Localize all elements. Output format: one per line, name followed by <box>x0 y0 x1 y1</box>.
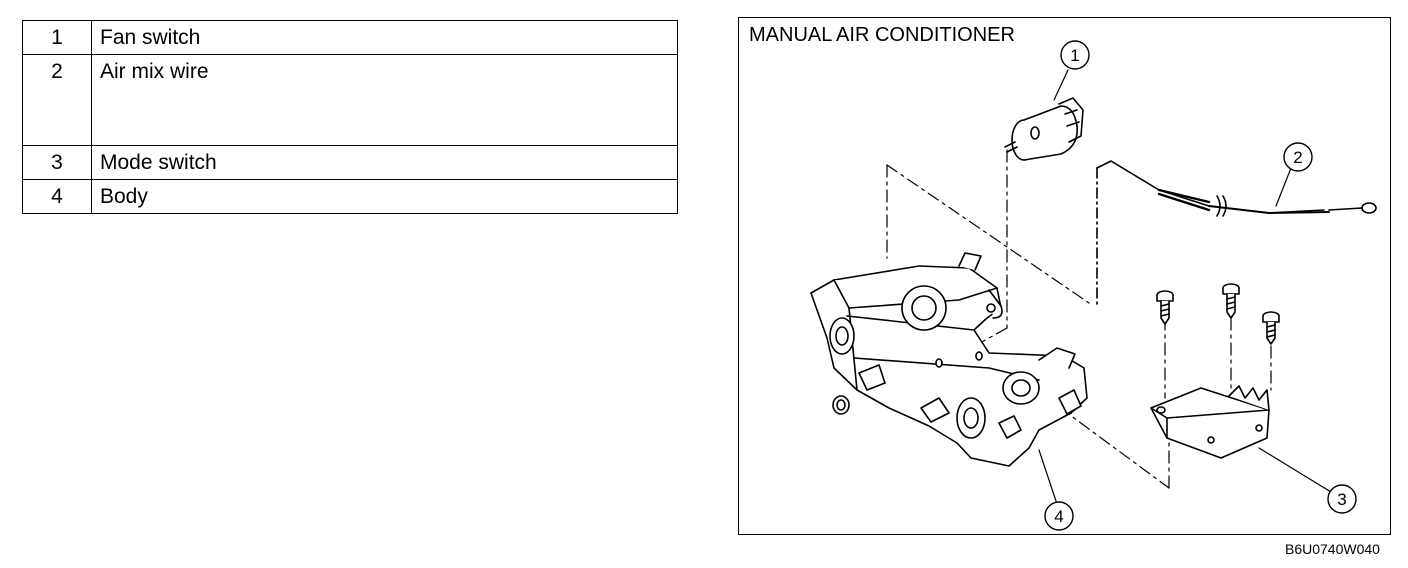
exploded-diagram: MANUAL AIR CONDITIONER <box>738 17 1391 535</box>
part-name: Body <box>91 179 678 214</box>
part-number: 3 <box>22 145 92 180</box>
callout-4: 4 <box>1044 501 1074 531</box>
diagram-artwork <box>810 69 1377 505</box>
part-name: Fan switch <box>91 20 678 55</box>
callout-label: 3 <box>1337 490 1346 509</box>
fan-switch-illustration <box>1004 97 1084 161</box>
part-name: Mode switch <box>91 145 678 180</box>
part-number: 1 <box>22 20 92 55</box>
callout-label: 1 <box>1070 46 1079 65</box>
callout-1: 1 <box>1060 40 1090 70</box>
figure-code: B6U0740W040 <box>1285 541 1380 557</box>
table-row: 4 Body <box>22 179 678 214</box>
table-row: 3 Mode switch <box>22 145 678 180</box>
callout-label: 4 <box>1054 507 1063 526</box>
callout-2: 2 <box>1283 142 1313 172</box>
leader-lines <box>1038 69 1332 505</box>
callouts: 1 2 3 4 <box>1044 40 1357 531</box>
part-number: 2 <box>22 54 92 146</box>
diagram-title: MANUAL AIR CONDITIONER <box>749 24 1015 46</box>
parts-table: 1 Fan switch 2 Air mix wire 3 Mode switc… <box>22 20 678 214</box>
mode-switch-illustration <box>1150 385 1270 459</box>
callout-3: 3 <box>1327 484 1357 514</box>
table-row: 2 Air mix wire <box>22 54 678 146</box>
callout-label: 2 <box>1293 148 1302 167</box>
air-mix-wire-illustration <box>1096 160 1377 309</box>
body-illustration <box>810 252 1088 467</box>
part-name: Air mix wire <box>91 54 678 146</box>
part-number: 4 <box>22 179 92 214</box>
screws-illustration <box>1156 283 1280 345</box>
table-row: 1 Fan switch <box>22 20 678 55</box>
